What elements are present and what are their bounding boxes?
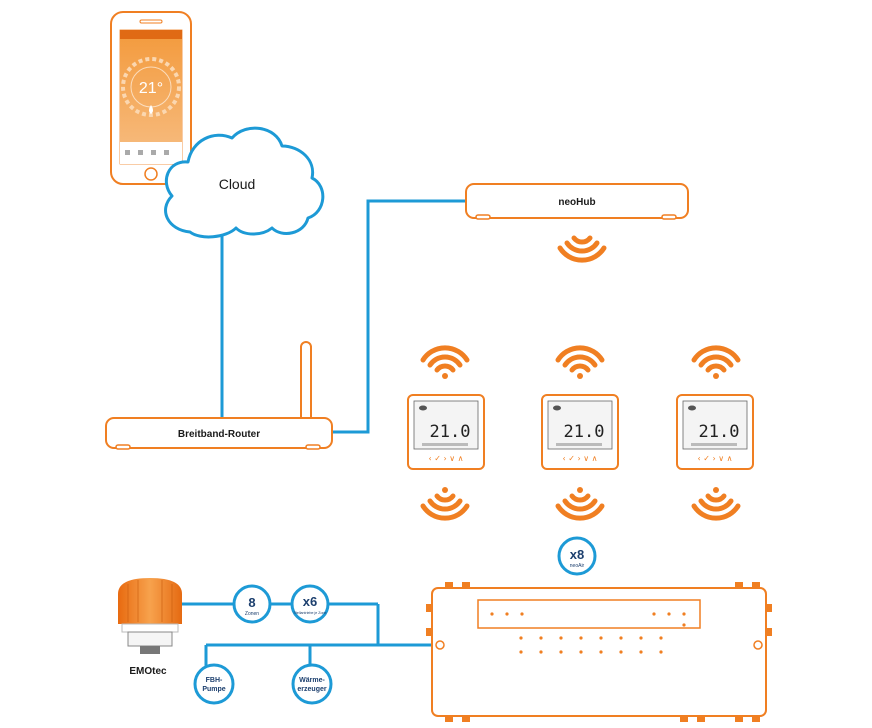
emotec-label: EMOtec <box>129 666 167 677</box>
pump-label-line2: Pumpe <box>202 686 225 693</box>
zones-badge: 8 Zonen <box>232 584 272 624</box>
phone-temperature: 21° <box>139 80 163 97</box>
controller-port-icon <box>753 640 763 650</box>
wifi-signal-icon <box>557 235 607 263</box>
thermostat: 21.0 ‹ ✓ › ∨ ∧ <box>541 394 619 470</box>
neohub: neoHub <box>465 183 689 220</box>
thermostat-buttons-icon: ‹ ✓ › ∨ ∧ <box>563 454 598 463</box>
flame-icon <box>149 105 153 114</box>
neoair-caption: neoAir <box>570 563 585 569</box>
router: Breitband-Router <box>105 341 333 450</box>
thermostat-buttons-icon: ‹ ✓ › ∨ ∧ <box>429 454 464 463</box>
wifi-signal-icon <box>420 487 470 521</box>
wifi-signal-icon <box>691 345 741 379</box>
actuators-caption: Stellantriebe je Zone <box>294 611 327 615</box>
heater-label-line2: erzeuger <box>297 686 326 693</box>
wifi-signal-icon <box>555 345 605 379</box>
controller-leds <box>490 612 686 654</box>
heater-badge: Wärme- erzeuger <box>291 663 333 705</box>
wifi-signal-icon <box>555 487 605 521</box>
emotec-actuator: EMOtec <box>118 578 182 677</box>
wifi-signal-icon <box>420 345 470 379</box>
thermostat-reading: 21.0 <box>564 422 605 442</box>
heater-label-line1: Wärme- <box>299 677 325 684</box>
wiring-controller <box>426 582 772 722</box>
wifi-signal-icon <box>691 487 741 521</box>
pump-label-line1: FBH- <box>206 677 223 684</box>
controller-terminals <box>426 582 772 722</box>
actuators-badge: x6 Stellantriebe je Zone <box>290 584 330 624</box>
actuators-count: x6 <box>303 594 317 609</box>
zones-count: 8 <box>248 595 255 610</box>
cloud-icon: Cloud <box>164 126 325 239</box>
router-label: Breitband-Router <box>178 429 260 440</box>
smartphone: 21° <box>110 11 192 185</box>
home-button-icon <box>144 167 158 181</box>
controller-port-icon <box>435 640 445 650</box>
neoair-count: x8 <box>570 547 584 562</box>
thermostat-buttons-icon: ‹ ✓ › ∨ ∧ <box>698 454 733 463</box>
zones-caption: Zonen <box>245 611 259 617</box>
neoair-count-badge: x8 neoAir <box>557 536 597 576</box>
hub-label: neoHub <box>558 197 595 208</box>
thermostat-reading: 21.0 <box>699 422 740 442</box>
pump-badge: FBH- Pumpe <box>193 663 235 705</box>
cloud-label: Cloud <box>219 176 256 192</box>
thermostat: 21.0 ‹ ✓ › ∨ ∧ <box>407 394 485 470</box>
router-hub-line <box>333 199 466 434</box>
thermostat: 21.0 ‹ ✓ › ∨ ∧ <box>676 394 754 470</box>
thermostat-reading: 21.0 <box>430 422 471 442</box>
connection-lines <box>180 199 466 668</box>
router-antenna <box>300 341 312 423</box>
